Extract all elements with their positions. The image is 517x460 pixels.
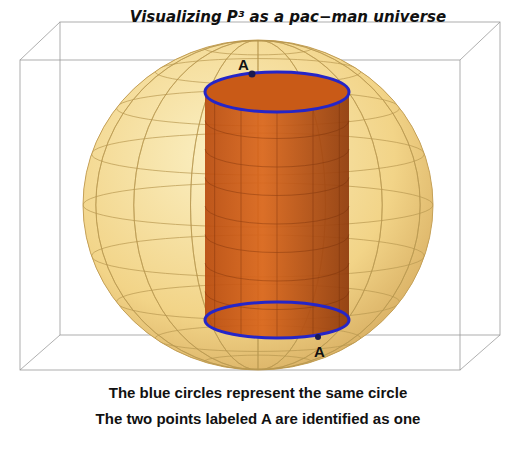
point-label: A [238,56,249,73]
blue-circle [205,302,349,338]
point-a [315,334,321,340]
sphere-grid [83,40,434,370]
sphere [83,40,433,370]
point-a [249,71,256,78]
note: The blue circles represent the same circ… [109,384,407,401]
bounding-box [20,22,500,370]
blue-circle [205,72,349,112]
cylinder [205,72,349,338]
note: The two points labeled A are identified … [96,410,421,427]
title: Visualizing P³ as a pac−man universe [130,8,446,26]
point-label: A [314,343,325,360]
